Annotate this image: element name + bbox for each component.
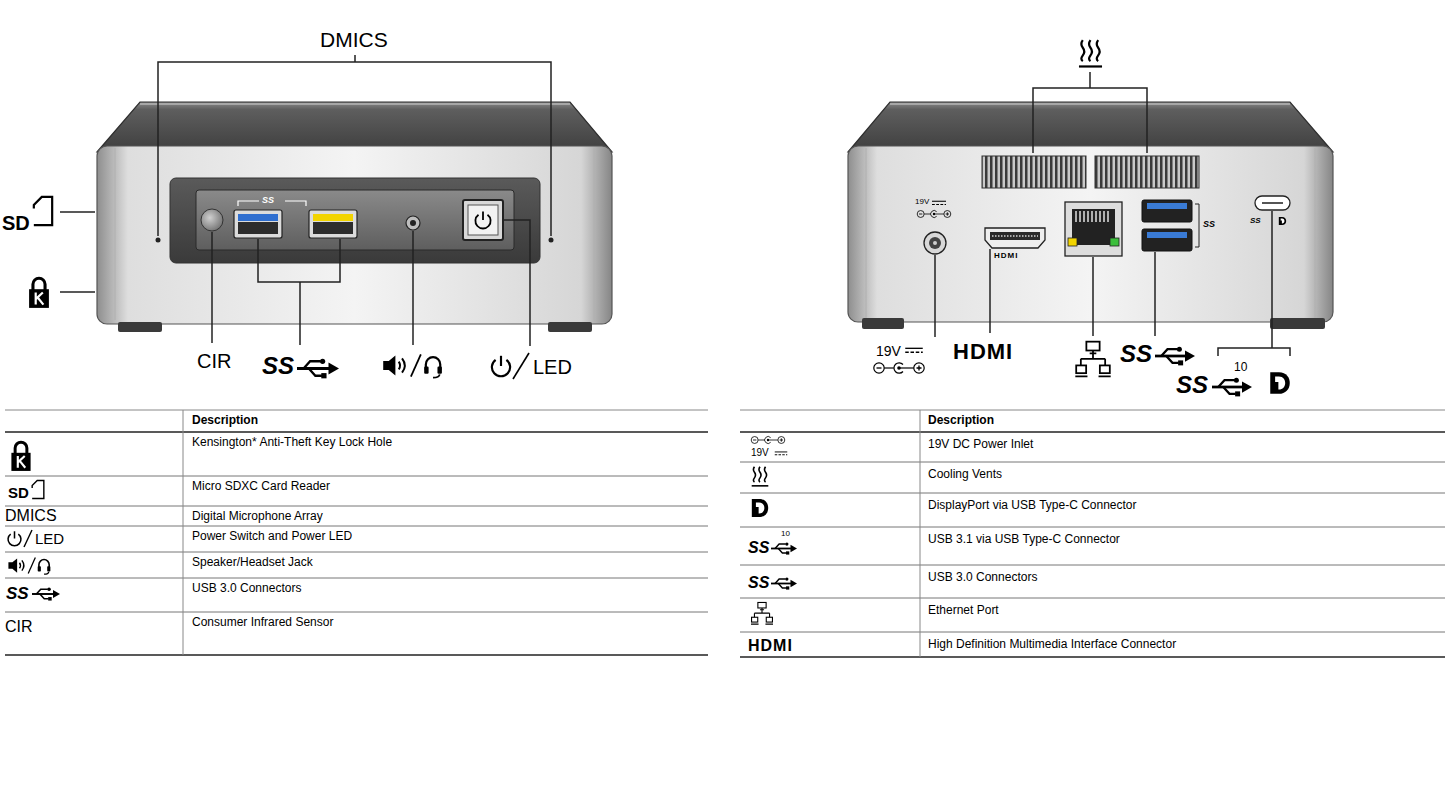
table-symbol: 10 — [781, 529, 790, 538]
table-header: Description — [928, 414, 994, 428]
front-leader-lines — [60, 55, 551, 346]
table-cell: Ethernet Port — [928, 604, 999, 618]
panel-marking: SS — [1250, 216, 1261, 225]
back-callout-symbols — [874, 40, 1290, 396]
table-cell: Speaker/Headset Jack — [192, 556, 313, 570]
usb-mark: SS — [262, 352, 294, 380]
table-symbol: SS — [748, 539, 769, 557]
front-callout-symbols — [29, 197, 529, 379]
panel-marking: SS — [1203, 219, 1215, 229]
usb-speed: 10 — [1234, 361, 1247, 375]
sd-symbol-text: SD — [2, 212, 30, 235]
table-symbol: 19V — [751, 447, 769, 459]
back-leader-lines — [935, 72, 1290, 356]
table-cell: USB 3.1 via USB Type-C Connector — [928, 533, 1120, 547]
panel-marking: 19V — [915, 197, 929, 206]
table-header: Description — [192, 414, 258, 428]
table-cell: Micro SDXC Card Reader — [192, 480, 330, 494]
table-symbol: SD — [8, 484, 29, 501]
usb-mark: SS — [1176, 371, 1208, 399]
table-cell: Power Switch and Power LED — [192, 530, 352, 544]
table-cell: USB 3.0 Connectors — [192, 582, 301, 596]
table-symbol: DMICS — [5, 507, 57, 525]
back-housing — [848, 102, 1333, 329]
front-housing — [97, 102, 612, 332]
table-symbol: LED — [35, 530, 64, 547]
callout-label: LED — [533, 356, 572, 379]
back-table-rules — [740, 410, 1445, 657]
callout-label: 19V — [876, 343, 901, 359]
callout-label: CIR — [197, 350, 231, 373]
table-cell: DisplayPort via USB Type-C Connector — [928, 499, 1137, 513]
table-cell: Consumer Infrared Sensor — [192, 616, 333, 630]
usb-mark: SS — [1120, 340, 1152, 368]
table-symbol: SS — [748, 574, 769, 592]
table-cell: Digital Microphone Array — [192, 510, 323, 524]
table-cell: Cooling Vents — [928, 468, 1002, 482]
panel-marking: SS — [262, 195, 274, 205]
panel-marking: HDMI — [994, 251, 1018, 260]
front-table-rules — [5, 410, 708, 655]
table-cell: High Definition Multimedia Interface Con… — [928, 638, 1176, 652]
back-table-symbols — [751, 437, 797, 625]
table-symbol: SS — [6, 584, 29, 604]
table-symbol: HDMI — [748, 637, 793, 655]
table-symbol: CIR — [5, 618, 33, 636]
table-cell: Kensington* Anti-Theft Key Lock Hole — [192, 436, 392, 450]
table-cell: USB 3.0 Connectors — [928, 571, 1037, 585]
callout-label: DMICS — [320, 28, 388, 52]
hdmi-mark: HDMI — [953, 339, 1013, 364]
table-cell: 19V DC Power Inlet — [928, 438, 1033, 452]
